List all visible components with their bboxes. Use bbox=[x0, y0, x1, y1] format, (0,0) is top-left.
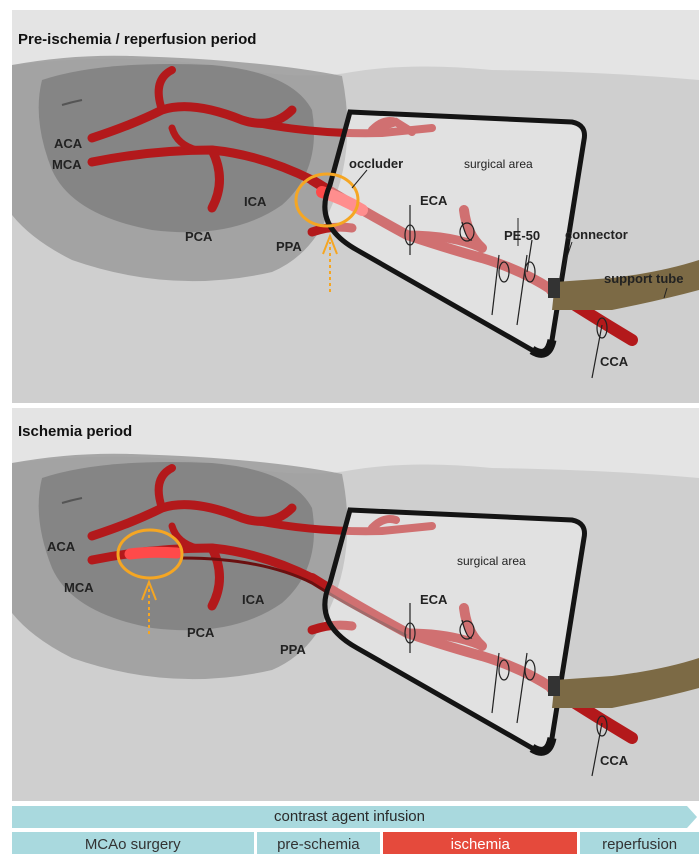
label-ppa: PPA bbox=[276, 239, 302, 254]
phase-reperfusion: reperfusion bbox=[580, 832, 699, 854]
label-eca: ECA bbox=[420, 592, 448, 607]
label-aca: ACA bbox=[54, 136, 83, 151]
label-aca: ACA bbox=[47, 539, 76, 554]
label-cca: CCA bbox=[600, 753, 629, 768]
label-surgical-area: surgical area bbox=[457, 554, 526, 568]
phase-ischemia: ischemia bbox=[383, 832, 577, 854]
phase-pre-ischemia: pre-schemia bbox=[257, 832, 381, 854]
panel-title: Pre-ischemia / reperfusion period bbox=[18, 31, 256, 48]
phase-timeline: MCAo surgery pre-schemia ischemia reperf… bbox=[12, 832, 699, 854]
label-eca: ECA bbox=[420, 193, 448, 208]
label-ica: ICA bbox=[242, 592, 265, 607]
label-cca: CCA bbox=[600, 354, 629, 369]
label-pca: PCA bbox=[187, 625, 215, 640]
ischemia-diagram: Ischemia period ACA MCA PCA ICA PPA surg… bbox=[12, 408, 699, 801]
label-connector: connector bbox=[565, 227, 628, 242]
panel-ischemia: Ischemia period ACA MCA PCA ICA PPA surg… bbox=[12, 408, 699, 801]
label-support-tube: support tube bbox=[604, 271, 683, 286]
label-mca: MCA bbox=[64, 580, 94, 595]
label-occluder: occluder bbox=[349, 156, 403, 171]
contrast-infusion-bar: contrast agent infusion bbox=[12, 806, 687, 828]
label-pca: PCA bbox=[185, 229, 213, 244]
connector bbox=[548, 676, 560, 696]
pre-ischemia-diagram: Pre-ischemia / reperfusion period ACA MC… bbox=[12, 10, 699, 403]
timeline-arrow-icon bbox=[687, 806, 697, 828]
panel-title: Ischemia period bbox=[18, 423, 132, 440]
panel-pre-ischemia: Pre-ischemia / reperfusion period ACA MC… bbox=[12, 10, 699, 403]
connector bbox=[548, 278, 560, 298]
label-ppa: PPA bbox=[280, 642, 306, 657]
occluder-tip bbox=[130, 552, 177, 554]
label-pe50: PE-50 bbox=[504, 228, 540, 243]
label-surgical-area: surgical area bbox=[464, 157, 533, 171]
phase-mcao-surgery: MCAo surgery bbox=[12, 832, 254, 854]
label-mca: MCA bbox=[52, 157, 82, 172]
label-ica: ICA bbox=[244, 194, 267, 209]
